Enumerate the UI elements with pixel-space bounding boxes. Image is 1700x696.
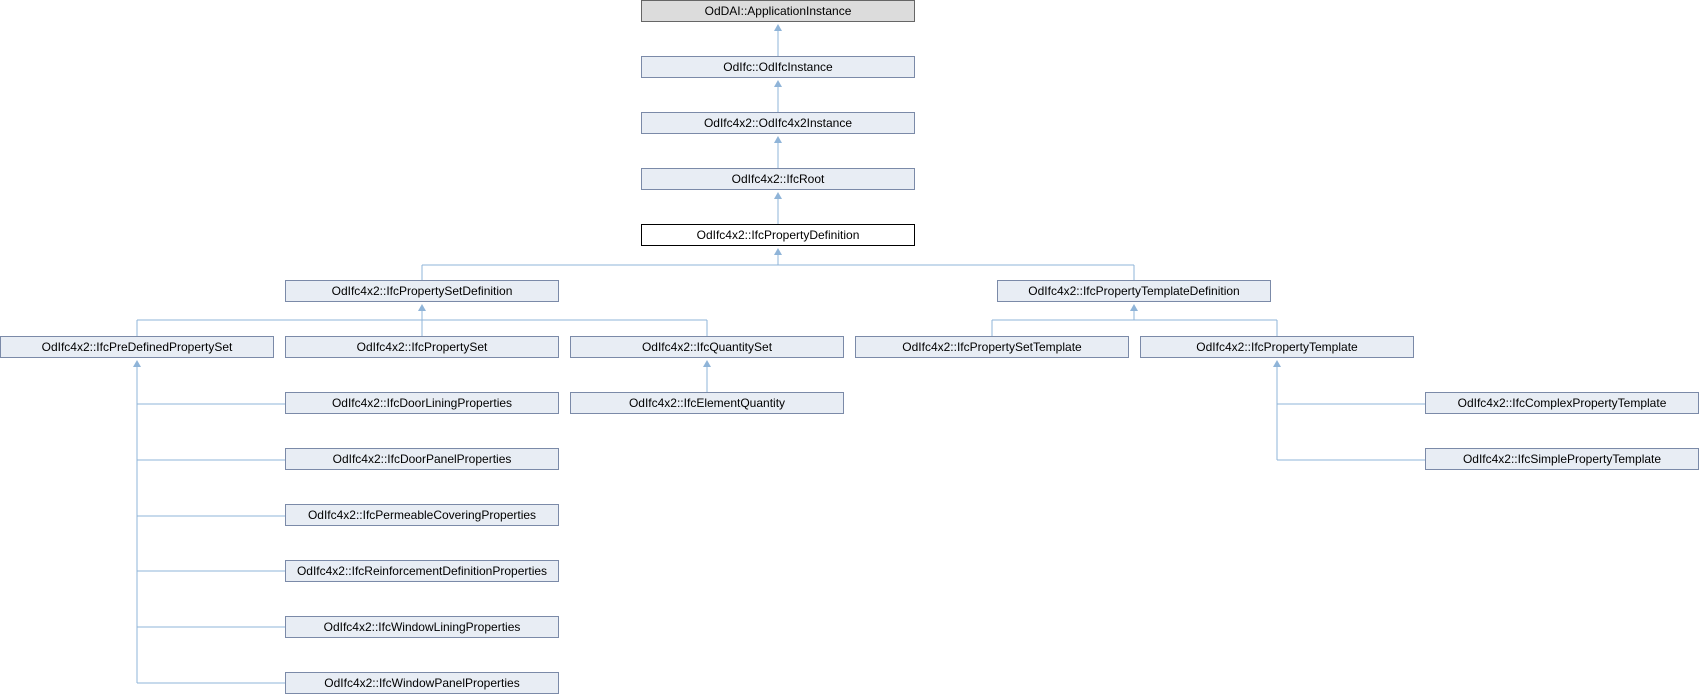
node-ifc-door-panel-properties[interactable]: OdIfc4x2::IfcDoorPanelProperties <box>285 448 559 470</box>
node-ifc-property-template[interactable]: OdIfc4x2::IfcPropertyTemplate <box>1140 336 1414 358</box>
edge-arrow <box>1130 304 1138 311</box>
node-ifc-window-lining-properties[interactable]: OdIfc4x2::IfcWindowLiningProperties <box>285 616 559 638</box>
node-ifc-complex-property-template[interactable]: OdIfc4x2::IfcComplexPropertyTemplate <box>1425 392 1699 414</box>
node-ifc-predefined-property-set[interactable]: OdIfc4x2::IfcPreDefinedPropertySet <box>0 336 274 358</box>
node-ifc-property-definition: OdIfc4x2::IfcPropertyDefinition <box>641 224 915 246</box>
edge-arrow <box>774 192 782 199</box>
node-ifc-door-lining-properties[interactable]: OdIfc4x2::IfcDoorLiningProperties <box>285 392 559 414</box>
node-ifc-window-panel-properties[interactable]: OdIfc4x2::IfcWindowPanelProperties <box>285 672 559 694</box>
edge-arrow <box>1273 360 1281 367</box>
node-ifc-quantity-set[interactable]: OdIfc4x2::IfcQuantitySet <box>570 336 844 358</box>
node-ifc-property-set-definition[interactable]: OdIfc4x2::IfcPropertySetDefinition <box>285 280 559 302</box>
edge-arrow <box>774 136 782 143</box>
node-ifc-property-set[interactable]: OdIfc4x2::IfcPropertySet <box>285 336 559 358</box>
node-ifc-root[interactable]: OdIfc4x2::IfcRoot <box>641 168 915 190</box>
node-application-instance: OdDAI::ApplicationInstance <box>641 0 915 22</box>
edge-arrow <box>774 80 782 87</box>
node-odifc4x2-instance[interactable]: OdIfc4x2::OdIfc4x2Instance <box>641 112 915 134</box>
edge-arrow <box>418 304 426 311</box>
node-ifc-property-template-definition[interactable]: OdIfc4x2::IfcPropertyTemplateDefinition <box>997 280 1271 302</box>
node-ifc-permeable-covering-properties[interactable]: OdIfc4x2::IfcPermeableCoveringProperties <box>285 504 559 526</box>
node-ifc-simple-property-template[interactable]: OdIfc4x2::IfcSimplePropertyTemplate <box>1425 448 1699 470</box>
edge-arrow <box>133 360 141 367</box>
node-odifc-instance[interactable]: OdIfc::OdIfcInstance <box>641 56 915 78</box>
edge-arrow <box>774 24 782 31</box>
edge-arrow <box>774 248 782 255</box>
node-ifc-property-set-template[interactable]: OdIfc4x2::IfcPropertySetTemplate <box>855 336 1129 358</box>
node-ifc-element-quantity[interactable]: OdIfc4x2::IfcElementQuantity <box>570 392 844 414</box>
edge-arrow <box>703 360 711 367</box>
node-ifc-reinforcement-definition-properties[interactable]: OdIfc4x2::IfcReinforcementDefinitionProp… <box>285 560 559 582</box>
